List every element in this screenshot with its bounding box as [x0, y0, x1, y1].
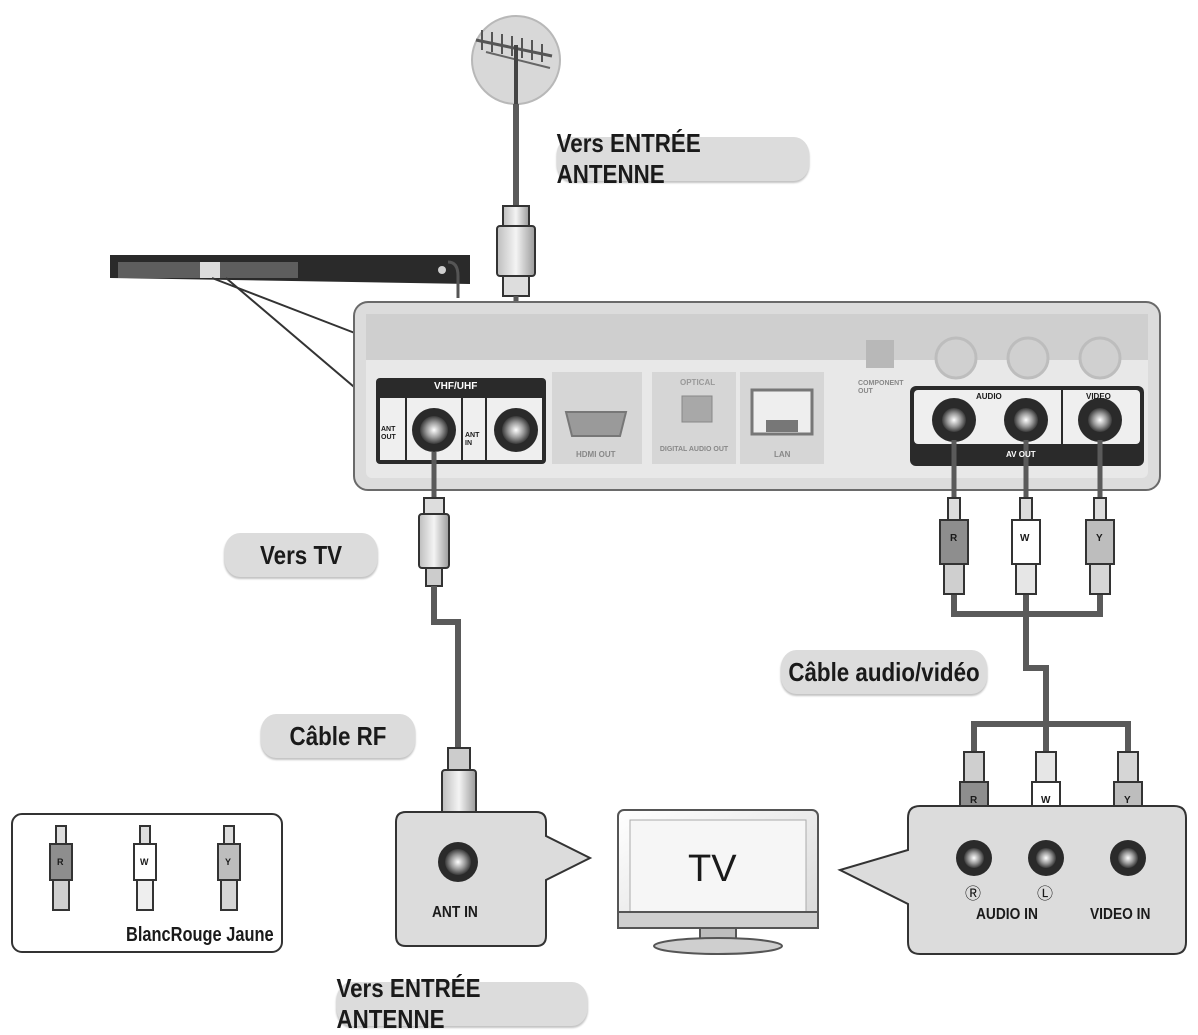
plug-y-letter-upper: Y — [1096, 533, 1103, 544]
antenna-icon — [471, 15, 561, 105]
plug-w-letter-upper: W — [1020, 533, 1030, 544]
panel-vhf-uhf-label: VHF/UHF — [434, 381, 478, 392]
rca-plug-white — [1011, 497, 1041, 595]
label-vers-entree-antenne-top: Vers ENTRÉE ANTENNE — [556, 128, 810, 189]
rf-cable — [418, 452, 477, 839]
plug-y-letter-lower: Y — [1124, 795, 1131, 806]
panel-video-label: VIDEO — [1086, 392, 1111, 401]
plug-r-letter-upper: R — [950, 533, 958, 544]
label-cable-audio-video: Câble audio/vidéo — [780, 650, 988, 694]
panel-optical-label: OPTICAL — [680, 378, 716, 387]
panel-lan-label: LAN — [774, 450, 791, 459]
label-vers-entree-antenne-bottom: Vers ENTRÉE ANTENNE — [336, 973, 588, 1034]
legend-plug-w-letter: W — [140, 857, 149, 867]
tv-audio-in-label: AUDIO IN — [976, 906, 1038, 923]
label-vers-tv: Vers TV — [224, 533, 378, 577]
panel-ant-out-label: ANT OUT — [381, 426, 396, 441]
panel-audio-label: AUDIO — [976, 392, 1002, 401]
blu-ray-player — [110, 255, 470, 393]
panel-ant-in-label: ANT IN — [465, 432, 480, 447]
legend-box — [11, 813, 283, 953]
legend-plug-r-letter: R — [57, 857, 64, 867]
plug-r-letter-lower: R — [970, 795, 978, 806]
rca-plug-red — [939, 497, 969, 595]
label-cable-rf: Câble RF — [260, 714, 416, 758]
panel-hdmi-out-label: HDMI OUT — [576, 450, 616, 459]
rca-plugs-upper — [939, 497, 1115, 595]
tv-label: TV — [688, 848, 737, 890]
tv-right-mark: Ⓡ — [965, 886, 982, 903]
av-cable — [951, 440, 1131, 752]
panel-digital-audio-out-label: DIGITAL AUDIO OUT — [659, 446, 729, 453]
ant-in-callout — [395, 811, 593, 947]
tv-ant-in-label: ANT IN — [432, 904, 478, 921]
plug-w-letter-lower: W — [1041, 795, 1051, 806]
tv-left-mark: Ⓛ — [1037, 886, 1054, 903]
panel-av-out-label: AV OUT — [1006, 450, 1036, 459]
tv-icon — [617, 809, 819, 955]
panel-component-out-label: COMPONENT OUT — [858, 380, 904, 395]
av-in-callout — [837, 805, 1187, 955]
back-panel — [353, 301, 1161, 491]
rca-plug-yellow — [1085, 497, 1115, 595]
legend-text: BlancRouge Jaune — [126, 924, 274, 946]
tv-video-in-label: VIDEO IN — [1090, 906, 1151, 923]
legend-plug-y-letter: Y — [225, 857, 232, 867]
